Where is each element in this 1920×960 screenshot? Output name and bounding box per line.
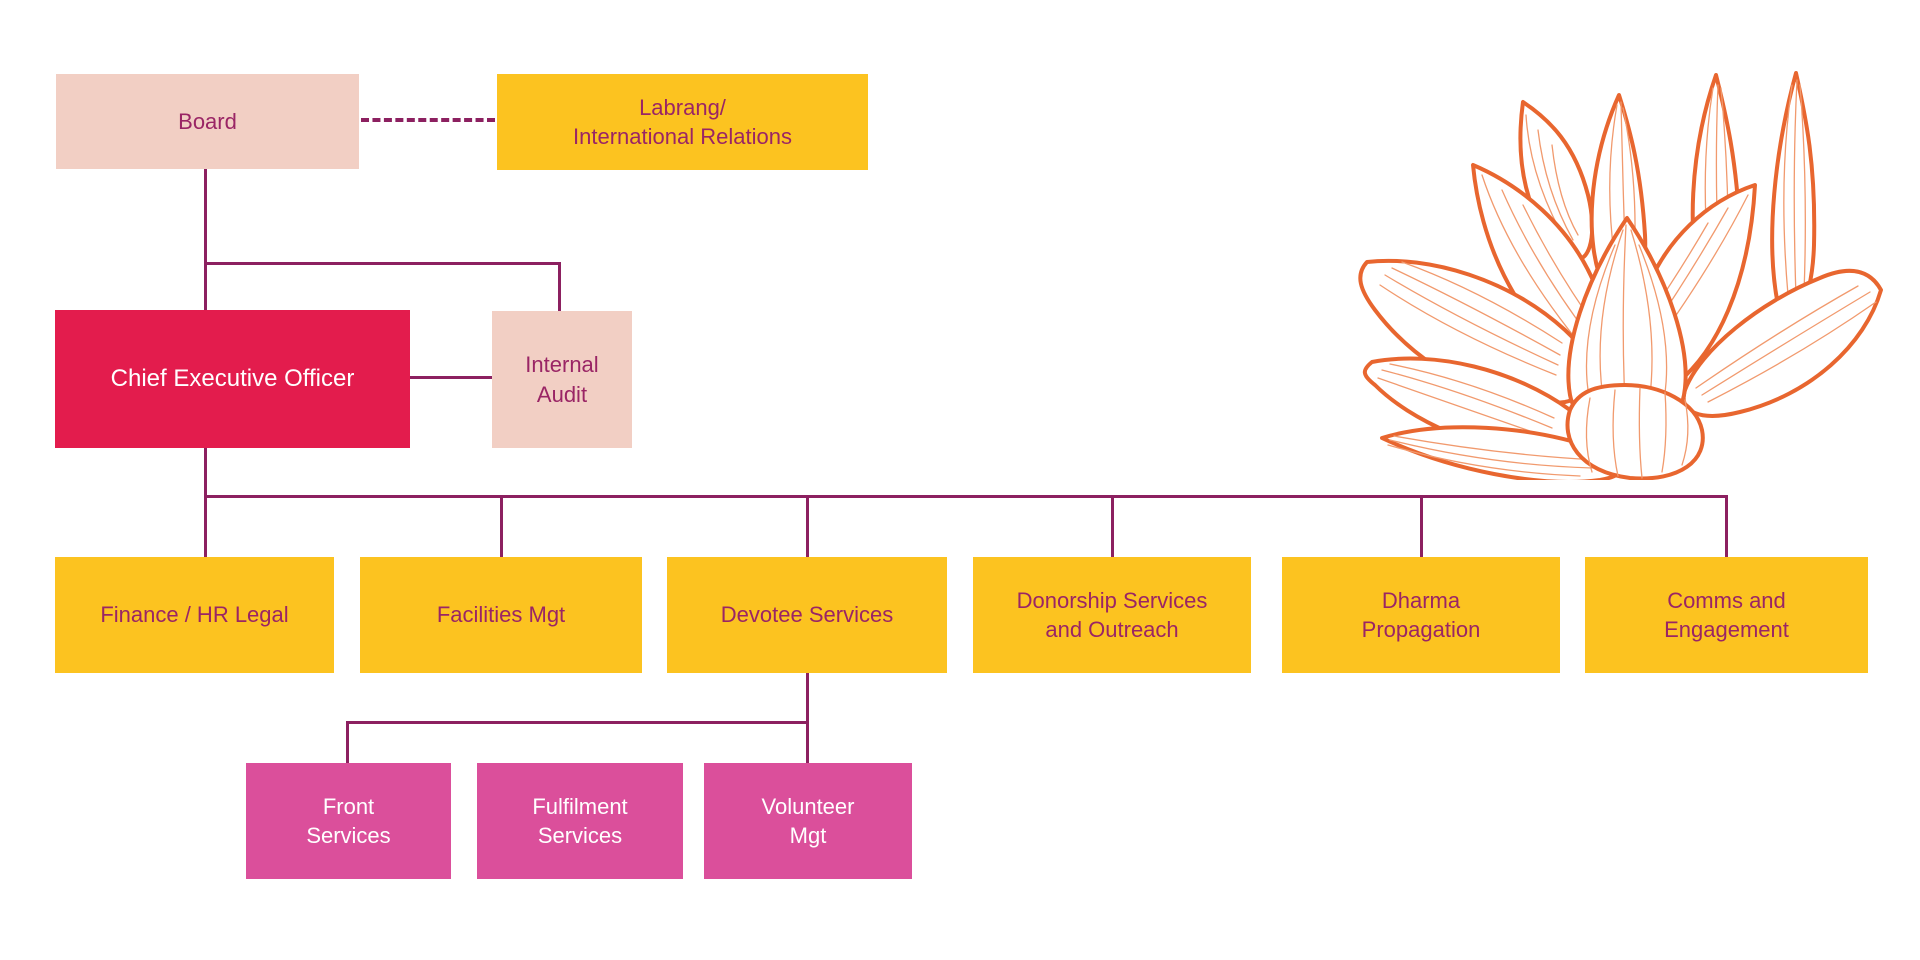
connector-ceo-vertical [204, 448, 207, 557]
node-internal-audit: Internal Audit [492, 311, 632, 448]
node-labrang-international-relations: Labrang/ International Relations [497, 74, 868, 170]
connector-ceo-internal-audit [410, 376, 492, 379]
connector-row-horizontal [204, 495, 1728, 498]
connector-board-vertical [204, 169, 207, 310]
connector-front-drop [346, 721, 349, 763]
connector-board-labrang-dashed [361, 118, 495, 122]
node-volunteer-mgt: Volunteer Mgt [704, 763, 912, 879]
connector-donorship-drop [1111, 495, 1114, 557]
connector-comms-drop [1725, 495, 1728, 557]
node-fulfilment-services: Fulfilment Services [477, 763, 683, 879]
node-devotee-services: Devotee Services [667, 557, 947, 673]
node-front-services: Front Services [246, 763, 451, 879]
connector-devotee-vertical [806, 673, 809, 763]
node-chief-executive-officer: Chief Executive Officer [55, 310, 410, 448]
connector-sub-horizontal [347, 721, 808, 724]
node-dharma-propagation: Dharma Propagation [1282, 557, 1560, 673]
node-facilities-mgt: Facilities Mgt [360, 557, 642, 673]
node-board: Board [56, 74, 359, 169]
connector-dharma-drop [1420, 495, 1423, 557]
connector-internal-audit-drop [558, 262, 561, 311]
node-comms-engagement: Comms and Engagement [1585, 557, 1868, 673]
node-finance-hr-legal: Finance / HR Legal [55, 557, 334, 673]
node-donorship-services-outreach: Donorship Services and Outreach [973, 557, 1251, 673]
connector-facilities-drop [500, 495, 503, 557]
lotus-icon [1358, 71, 1883, 480]
connector-devotee-drop [806, 495, 809, 557]
connector-branch-internal-audit-horizontal [204, 262, 561, 265]
